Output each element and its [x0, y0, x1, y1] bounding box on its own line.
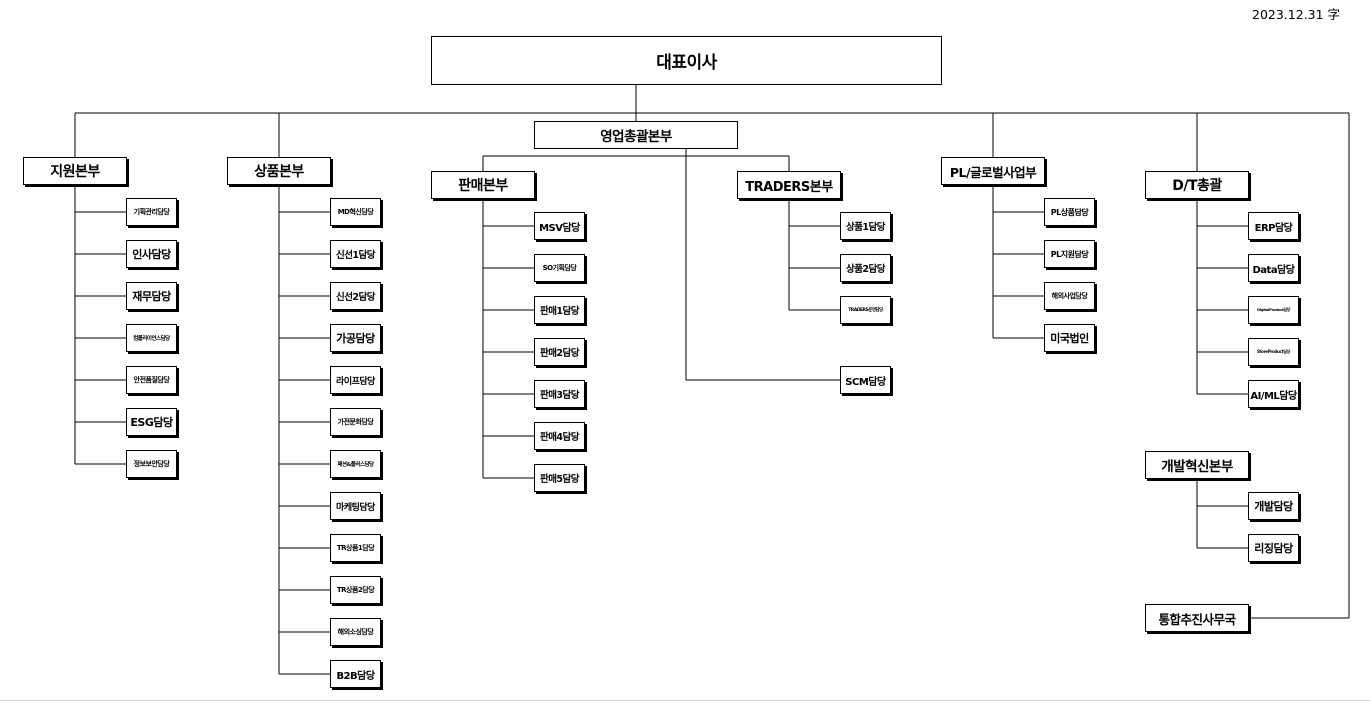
- support-item: 정보보안담당: [126, 450, 177, 478]
- sales-item: 판매4담당: [534, 422, 585, 450]
- product-hq-box: 상품본부: [227, 157, 331, 185]
- integration-office-box: 통합추진사무국: [1145, 604, 1249, 632]
- date-label: 2023.12.31 字: [1252, 7, 1341, 22]
- pl-item: PL상품담당: [1044, 198, 1095, 226]
- pl-item: 해외사업담당: [1044, 282, 1095, 310]
- support-item: 기획관리담당: [126, 198, 177, 226]
- product-item: TR상품1담당: [330, 534, 381, 562]
- devinno-item: 개발담당: [1248, 492, 1299, 520]
- product-item: 라이프담당: [330, 366, 381, 394]
- product-item: 해외소싱담당: [330, 618, 381, 646]
- sales-division-box: 판매본부: [431, 171, 535, 199]
- scm-box: SCM담당: [840, 366, 891, 394]
- devinno-item: 리징담당: [1248, 534, 1299, 562]
- product-item: B2B담당: [330, 660, 381, 688]
- dt-box: D/T총괄: [1145, 171, 1249, 199]
- product-item: MD혁신담당: [330, 198, 381, 226]
- pl-global-box: PL/글로벌사업부: [941, 157, 1045, 185]
- sales-item: SO기획담당: [534, 254, 585, 282]
- dt-item: StoreProduct담당: [1248, 338, 1299, 366]
- dev-innovation-box: 개발혁신본부: [1145, 451, 1249, 479]
- traders-item: 상품2담당: [840, 254, 891, 282]
- traders-item: TRADERS운영담당: [840, 296, 891, 324]
- sales-hq-box: 영업총괄본부: [534, 121, 738, 149]
- support-item: 컴플라이언스담당: [126, 324, 177, 352]
- dt-item: AI/ML담당: [1248, 380, 1299, 408]
- product-item: 신선2담당: [330, 282, 381, 310]
- sales-item: 판매1담당: [534, 296, 585, 324]
- sales-item: 판매2담당: [534, 338, 585, 366]
- product-item: 신선1담당: [330, 240, 381, 268]
- support-hq-box: 지원본부: [23, 157, 127, 185]
- ceo-box: 대표이사: [431, 36, 942, 85]
- page-bottom-divider: [0, 700, 1370, 701]
- traders-item: 상품1담당: [840, 212, 891, 240]
- product-item: 마케팅담당: [330, 492, 381, 520]
- support-item: 인사담당: [126, 240, 177, 268]
- sales-item: MSV담당: [534, 212, 585, 240]
- product-item: TR상품2담당: [330, 576, 381, 604]
- support-item: 안전품질담당: [126, 366, 177, 394]
- dt-item: DigitalProduct담당: [1248, 296, 1299, 324]
- dt-item: Data담당: [1248, 254, 1299, 282]
- sales-item: 판매3담당: [534, 380, 585, 408]
- pl-item: 미국법인: [1044, 324, 1095, 352]
- support-item: ESG담당: [126, 408, 177, 436]
- pl-item: PL지원담당: [1044, 240, 1095, 268]
- traders-hq-box: TRADERS본부: [737, 171, 841, 199]
- support-item: 재무담당: [126, 282, 177, 310]
- dt-item: ERP담당: [1248, 212, 1299, 240]
- product-item: 패션&플러스담당: [330, 450, 381, 478]
- product-item: 가전문화담당: [330, 408, 381, 436]
- product-item: 가공담당: [330, 324, 381, 352]
- sales-item: 판매5담당: [534, 464, 585, 492]
